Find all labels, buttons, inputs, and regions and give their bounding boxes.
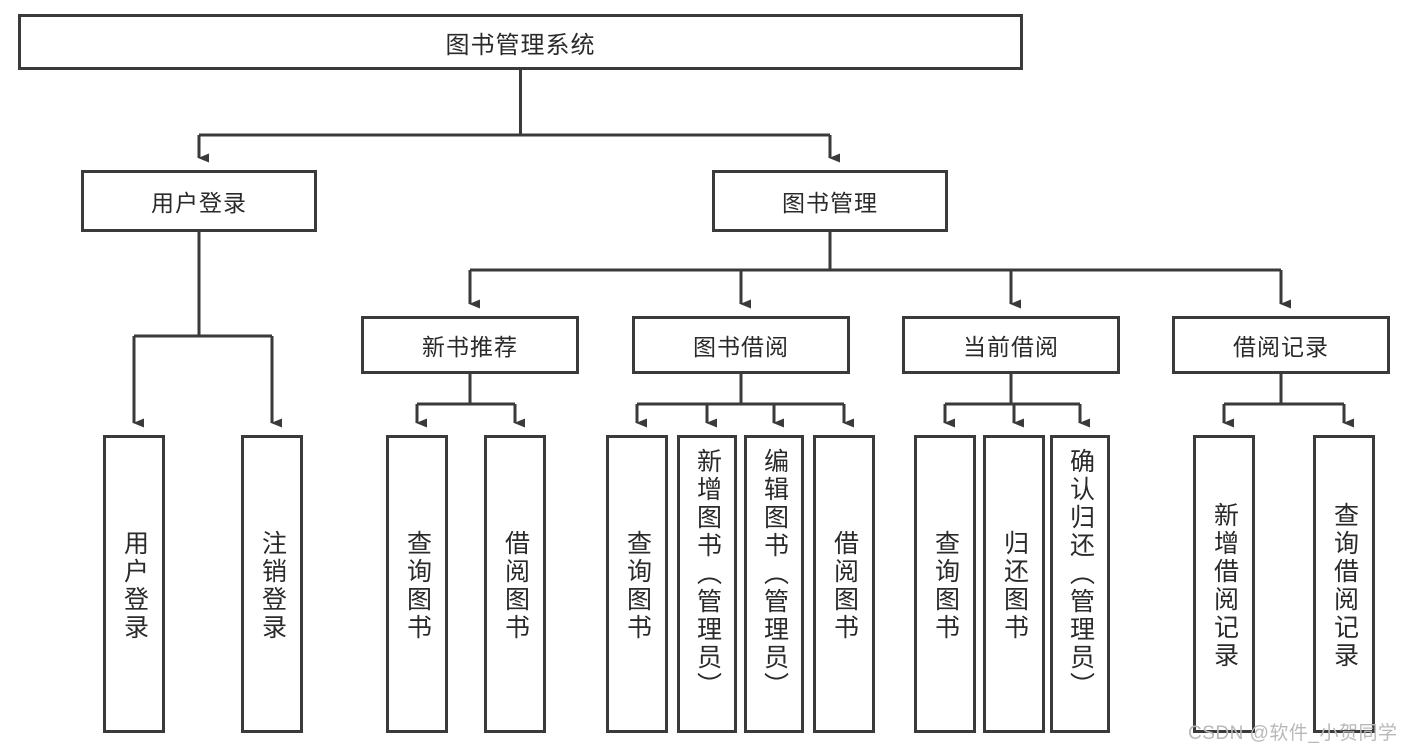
node-label: 用户登录 xyxy=(151,190,247,216)
leaf-label: 查询图书 xyxy=(931,530,960,642)
leaf-label-wrap: 查询图书 xyxy=(389,442,445,730)
leaf-node-leaf-logout-login[interactable]: 注销登录 xyxy=(241,435,303,733)
leaf-label-wrap: 编辑图书（管理员） xyxy=(747,442,801,736)
node-user-login[interactable]: 用户登录 xyxy=(81,170,317,232)
node-label: 新书推荐 xyxy=(422,334,518,360)
leaf-label: 查询图书 xyxy=(623,530,652,642)
leaf-label: 编辑图书（管理员） xyxy=(760,448,789,700)
csdn-watermark: CSDN @软件_小贺同学 xyxy=(1188,723,1398,744)
leaf-label-wrap: 查询借阅记录 xyxy=(1316,442,1372,730)
leaf-label-wrap: 查询图书 xyxy=(917,442,973,730)
leaf-label: 新增借阅记录 xyxy=(1210,502,1239,670)
leaf-label: 新增图书（管理员） xyxy=(693,448,722,700)
node-borrow-record[interactable]: 借阅记录 xyxy=(1172,316,1390,374)
leaf-label: 借阅图书 xyxy=(501,530,530,642)
leaf-label-wrap: 注销登录 xyxy=(244,442,300,730)
node-book-borrow[interactable]: 图书借阅 xyxy=(632,316,850,374)
leaf-node-leaf-confirm-return-admin[interactable]: 确认归还（管理员） xyxy=(1050,435,1110,733)
leaf-node-leaf-query-borrow-record[interactable]: 查询借阅记录 xyxy=(1313,435,1375,733)
leaf-node-leaf-user-login[interactable]: 用户登录 xyxy=(103,435,165,733)
node-book-management[interactable]: 图书管理 xyxy=(712,170,948,232)
leaf-label-wrap: 新增借阅记录 xyxy=(1196,442,1252,730)
node-new-book-recommend[interactable]: 新书推荐 xyxy=(361,316,579,374)
leaf-label: 确认归还（管理员） xyxy=(1066,448,1095,700)
leaf-label: 用户登录 xyxy=(120,530,149,642)
leaf-label-wrap: 新增图书（管理员） xyxy=(680,442,734,736)
leaf-label: 借阅图书 xyxy=(830,530,859,642)
node-root[interactable]: 图书管理系统 xyxy=(18,14,1023,70)
leaf-node-leaf-query-book-1[interactable]: 查询图书 xyxy=(386,435,448,733)
leaf-node-leaf-query-book-2[interactable]: 查询图书 xyxy=(606,435,668,733)
node-label: 当前借阅 xyxy=(963,334,1059,360)
leaf-node-leaf-borrow-book-1[interactable]: 借阅图书 xyxy=(484,435,546,733)
leaf-node-leaf-edit-book-admin[interactable]: 编辑图书（管理员） xyxy=(744,435,804,733)
node-current-borrow[interactable]: 当前借阅 xyxy=(902,316,1120,374)
leaf-label: 归还图书 xyxy=(1000,530,1029,642)
node-label: 借阅记录 xyxy=(1233,334,1329,360)
leaf-label: 查询图书 xyxy=(403,530,432,642)
leaf-node-leaf-add-book-admin[interactable]: 新增图书（管理员） xyxy=(677,435,737,733)
leaf-node-leaf-borrow-book-2[interactable]: 借阅图书 xyxy=(813,435,875,733)
leaf-node-leaf-return-book[interactable]: 归还图书 xyxy=(983,435,1045,733)
node-label: 图书管理 xyxy=(782,190,878,216)
leaf-label-wrap: 用户登录 xyxy=(106,442,162,730)
node-label: 图书管理系统 xyxy=(445,31,596,59)
node-label: 图书借阅 xyxy=(693,334,789,360)
leaf-node-leaf-add-borrow-record[interactable]: 新增借阅记录 xyxy=(1193,435,1255,733)
leaf-node-leaf-query-book-3[interactable]: 查询图书 xyxy=(914,435,976,733)
leaf-label-wrap: 确认归还（管理员） xyxy=(1053,442,1107,736)
leaf-label-wrap: 查询图书 xyxy=(609,442,665,730)
leaf-label-wrap: 归还图书 xyxy=(986,442,1042,730)
leaf-label: 注销登录 xyxy=(258,530,287,642)
leaf-label-wrap: 借阅图书 xyxy=(487,442,543,730)
leaf-label-wrap: 借阅图书 xyxy=(816,442,872,730)
leaf-label: 查询借阅记录 xyxy=(1330,502,1359,670)
